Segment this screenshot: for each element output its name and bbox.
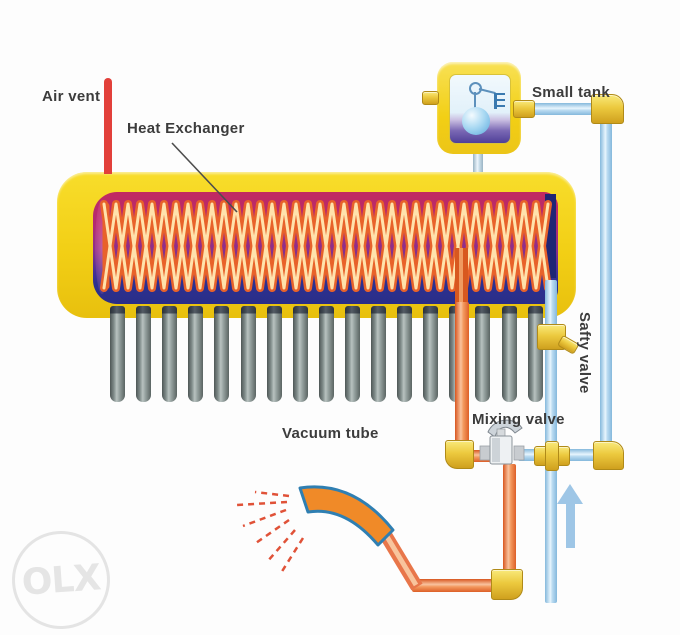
label-safty-valve: Safty valve: [576, 312, 593, 394]
air-vent-pipe: [104, 78, 112, 174]
vacuum-tube: [292, 306, 308, 402]
watermark-text: OLX: [20, 556, 102, 604]
vacuum-tube: [397, 306, 413, 402]
vacuum-tube: [344, 306, 360, 402]
float-valve-inlet: [494, 93, 507, 109]
mixed-water-down-pipe: [503, 464, 516, 576]
cold-riser-pipe: [600, 114, 612, 450]
vacuum-tube: [110, 306, 125, 402]
dip-tube: [545, 194, 556, 278]
vacuum-tube: [214, 306, 230, 402]
up-arrow-icon: [557, 484, 583, 504]
vacuum-tube: [527, 306, 543, 402]
float-ball-icon: [462, 107, 490, 135]
vacuum-tube: [501, 306, 517, 402]
small-tank-feed-pipe: [473, 148, 483, 178]
tee-fitting-v: [545, 441, 559, 471]
vacuum-tube: [162, 306, 178, 402]
vacuum-tube: [475, 306, 491, 402]
elbow-hot-pipe: [445, 440, 474, 469]
small-tank: [437, 62, 521, 154]
shower-head: [298, 485, 395, 547]
elbow-shower: [491, 569, 523, 600]
label-mixing-valve: Mixing valve: [472, 411, 565, 428]
vacuum-tube: [266, 306, 282, 402]
label-vacuum-tube: Vacuum tube: [282, 425, 379, 442]
shower-supply-pipe: [412, 579, 500, 592]
vacuum-tube: [240, 306, 256, 402]
shower-assembly: [236, 485, 423, 591]
small-tank-outlet-fitting: [513, 100, 535, 118]
small-tank-left-stub: [422, 91, 439, 105]
up-arrow-stem: [566, 503, 575, 548]
vacuum-tube: [423, 306, 439, 402]
mixing-valve-body: [479, 419, 525, 465]
label-air-vent: Air vent: [42, 88, 101, 105]
vacuum-tube: [188, 306, 204, 402]
hot-outlet-pipe: [455, 302, 469, 448]
olx-watermark: OLX: [8, 527, 114, 633]
float-valve-stem: [474, 92, 476, 109]
elbow-top-right: [591, 94, 624, 124]
label-heat-exchanger: Heat Exchanger: [127, 120, 245, 137]
spray-icon: [236, 490, 305, 574]
vacuum-tube: [136, 306, 152, 402]
elbow-bottom-right: [593, 441, 624, 470]
label-small-tank: Small tank: [532, 84, 611, 101]
small-tank-window: [449, 74, 511, 144]
vacuum-tube: [371, 306, 386, 402]
heat-exchanger-coil: [100, 194, 556, 304]
vacuum-tube: [318, 306, 334, 402]
small-tank-outlet-pipe: [530, 103, 596, 115]
